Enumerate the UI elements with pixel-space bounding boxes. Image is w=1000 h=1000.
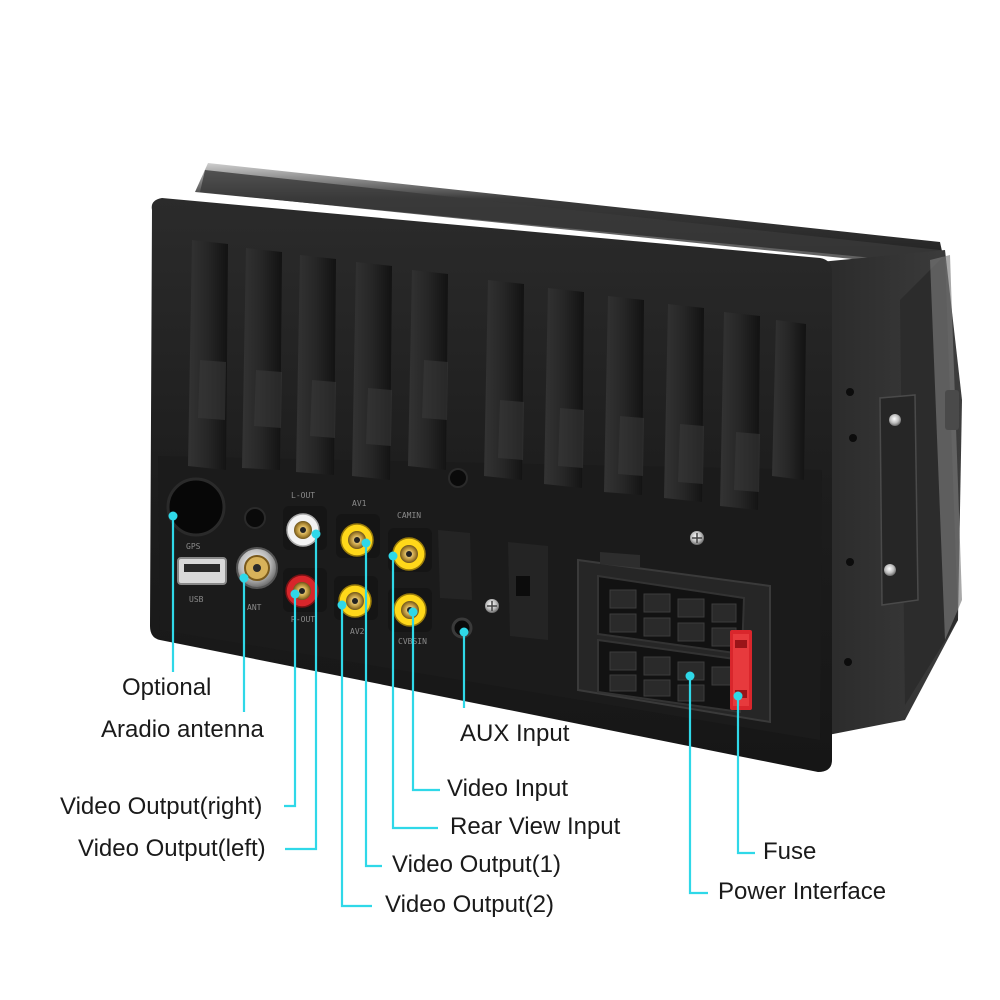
callout-video-output-2: Video Output(2) — [385, 891, 554, 918]
side-knob — [945, 390, 959, 430]
leader-dots — [168, 511, 743, 701]
panel-text-r-out: R-OUT — [291, 615, 315, 624]
callout-video-output-left: Video Output(left) — [78, 835, 266, 862]
small-hole — [244, 507, 266, 529]
bracket-screw-bottom — [884, 564, 896, 576]
callout-aux-input: AUX Input — [460, 720, 570, 747]
bracket-screw-top — [889, 414, 901, 426]
iso-power-connector[interactable] — [577, 552, 771, 724]
callout-video-output-right: Video Output(right) — [60, 793, 263, 820]
callout-video-output-1: Video Output(1) — [392, 851, 561, 878]
gps-port — [166, 477, 226, 537]
rca-jack-yellow-av2[interactable] — [334, 576, 378, 620]
leader-lines — [171, 516, 755, 908]
rca-jack-red[interactable] — [283, 568, 327, 612]
side-silver-strip — [930, 255, 962, 640]
panel-text-ant: ANT — [247, 603, 262, 612]
callout-fuse: Fuse — [763, 838, 817, 865]
callout-radio-antenna: Aradio antenna — [101, 716, 264, 743]
heat-sink-fins — [188, 240, 806, 510]
panel-text-cam-in: CAMIN — [397, 511, 421, 520]
mid-slot — [516, 576, 530, 596]
panel-text-l-out: L-OUT — [291, 491, 315, 500]
callout-power-interface: Power Interface — [718, 878, 887, 905]
callout-rear-view-input: Rear View Input — [450, 813, 621, 840]
rca-jack-yellow-cam[interactable] — [388, 528, 432, 572]
panel-text-usb: USB — [189, 595, 204, 604]
top-lip — [200, 170, 940, 268]
callout-video-input: Video Input — [447, 775, 568, 802]
rca-jack-yellow-av1[interactable] — [336, 514, 380, 558]
panel-hole — [448, 468, 468, 488]
mounting-bracket — [879, 394, 919, 606]
panel-text-av1: AV1 — [352, 499, 367, 508]
rca-jack-white[interactable] — [283, 506, 327, 550]
panel-text-gps: GPS — [186, 542, 201, 551]
fuse — [730, 630, 752, 710]
callout-optional: Optional — [122, 674, 212, 701]
side-holes — [844, 388, 857, 666]
panel-text-av2: AV2 — [350, 627, 365, 636]
mid-block-1 — [438, 530, 472, 600]
